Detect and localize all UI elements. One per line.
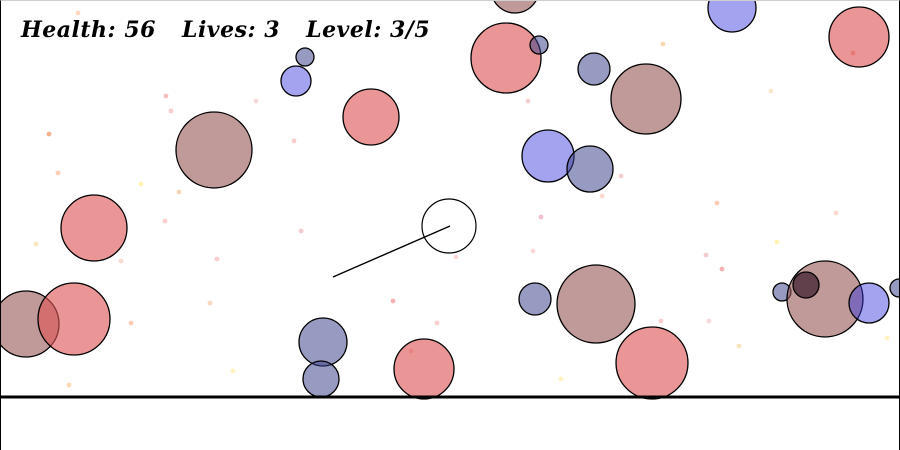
bubble-enemy bbox=[37, 282, 111, 356]
bubble-enemy bbox=[577, 52, 611, 86]
sparkle-particle bbox=[75, 10, 81, 16]
sparkle-particle bbox=[768, 88, 774, 94]
bubble-enemy bbox=[707, 1, 757, 33]
sparkle-particle bbox=[884, 335, 890, 341]
bubble-enemy bbox=[828, 6, 890, 68]
bubble-layer bbox=[1, 1, 899, 400]
sparkle-particle bbox=[736, 343, 742, 349]
sparkle-particle bbox=[66, 382, 72, 388]
bubble-enemy bbox=[470, 22, 542, 94]
sparkle-particle bbox=[298, 228, 304, 234]
bubble-enemy bbox=[615, 326, 689, 400]
lives-value: 3 bbox=[264, 17, 281, 43]
sparkle-particle bbox=[390, 298, 396, 304]
sparkle-particle bbox=[253, 98, 259, 104]
level-value: 3/5 bbox=[390, 17, 431, 43]
sparkle-particle bbox=[128, 320, 134, 326]
sparkle-particle bbox=[55, 170, 61, 176]
level-display: Level: 3/5 bbox=[306, 17, 430, 43]
sparkle-particle bbox=[774, 239, 780, 245]
sparkle-particle bbox=[530, 248, 536, 254]
sparkle-particle bbox=[706, 318, 712, 324]
bubble-enemy bbox=[175, 111, 253, 189]
sparkle-particle bbox=[453, 254, 459, 260]
bubble-enemy bbox=[298, 317, 348, 367]
sparkle-particle bbox=[538, 214, 544, 220]
health-label: Health: bbox=[21, 17, 117, 43]
sparkle-particle bbox=[138, 181, 144, 187]
bubble-enemy bbox=[302, 360, 340, 398]
bubble-enemy bbox=[521, 129, 575, 183]
sparkle-particle bbox=[163, 93, 169, 99]
sparkle-particle bbox=[525, 98, 531, 104]
lives-display: Lives: 3 bbox=[182, 17, 280, 43]
health-value: 56 bbox=[124, 17, 156, 43]
sparkle-particle bbox=[658, 318, 664, 324]
bubble-enemy bbox=[889, 278, 899, 298]
health-display: Health: 56 bbox=[21, 17, 156, 43]
sparkle-particle bbox=[719, 266, 725, 272]
bubble-enemy bbox=[493, 1, 537, 14]
bubble-enemy bbox=[295, 47, 315, 67]
aim-line bbox=[332, 225, 451, 278]
bubble-enemy bbox=[529, 35, 549, 55]
bubble-enemy bbox=[518, 282, 552, 316]
sparkle-particle bbox=[660, 41, 666, 47]
sparkle-particle bbox=[618, 173, 624, 179]
bubble-enemy bbox=[566, 145, 614, 193]
bubble-enemy bbox=[610, 63, 682, 135]
level-label: Level: bbox=[306, 17, 382, 43]
sparkle-particle bbox=[291, 138, 297, 144]
sparkle-particle bbox=[599, 193, 605, 199]
sparkle-particle bbox=[434, 320, 440, 326]
sparkle-particle bbox=[214, 256, 220, 262]
player bbox=[332, 198, 477, 278]
sparkle-particle bbox=[207, 300, 213, 306]
sparkle-particle bbox=[168, 108, 174, 114]
sparkle-particle bbox=[230, 368, 236, 374]
sparkle-particle bbox=[46, 131, 52, 137]
bubble-enemy bbox=[556, 264, 636, 344]
sparkle-particle bbox=[714, 200, 720, 206]
bubble-enemy bbox=[60, 194, 128, 262]
sparkle-particle bbox=[703, 252, 709, 258]
sparkle-particle bbox=[833, 210, 839, 216]
bubble-enemy bbox=[280, 65, 312, 97]
sparkle-particle bbox=[162, 218, 168, 224]
particle-layer bbox=[33, 10, 890, 388]
bubble-enemy bbox=[342, 88, 400, 146]
bubble-enemy bbox=[792, 271, 820, 299]
sparkle-particle bbox=[118, 258, 124, 264]
bubble-enemy bbox=[848, 282, 890, 324]
lives-label: Lives: bbox=[181, 17, 257, 43]
sparkle-particle bbox=[558, 376, 564, 382]
bubble-enemy bbox=[393, 338, 455, 400]
hud: Health: 56 Lives: 3 Level: 3/5 bbox=[21, 17, 430, 43]
sparkle-particle bbox=[33, 241, 39, 247]
sparkle-particle bbox=[176, 189, 182, 195]
